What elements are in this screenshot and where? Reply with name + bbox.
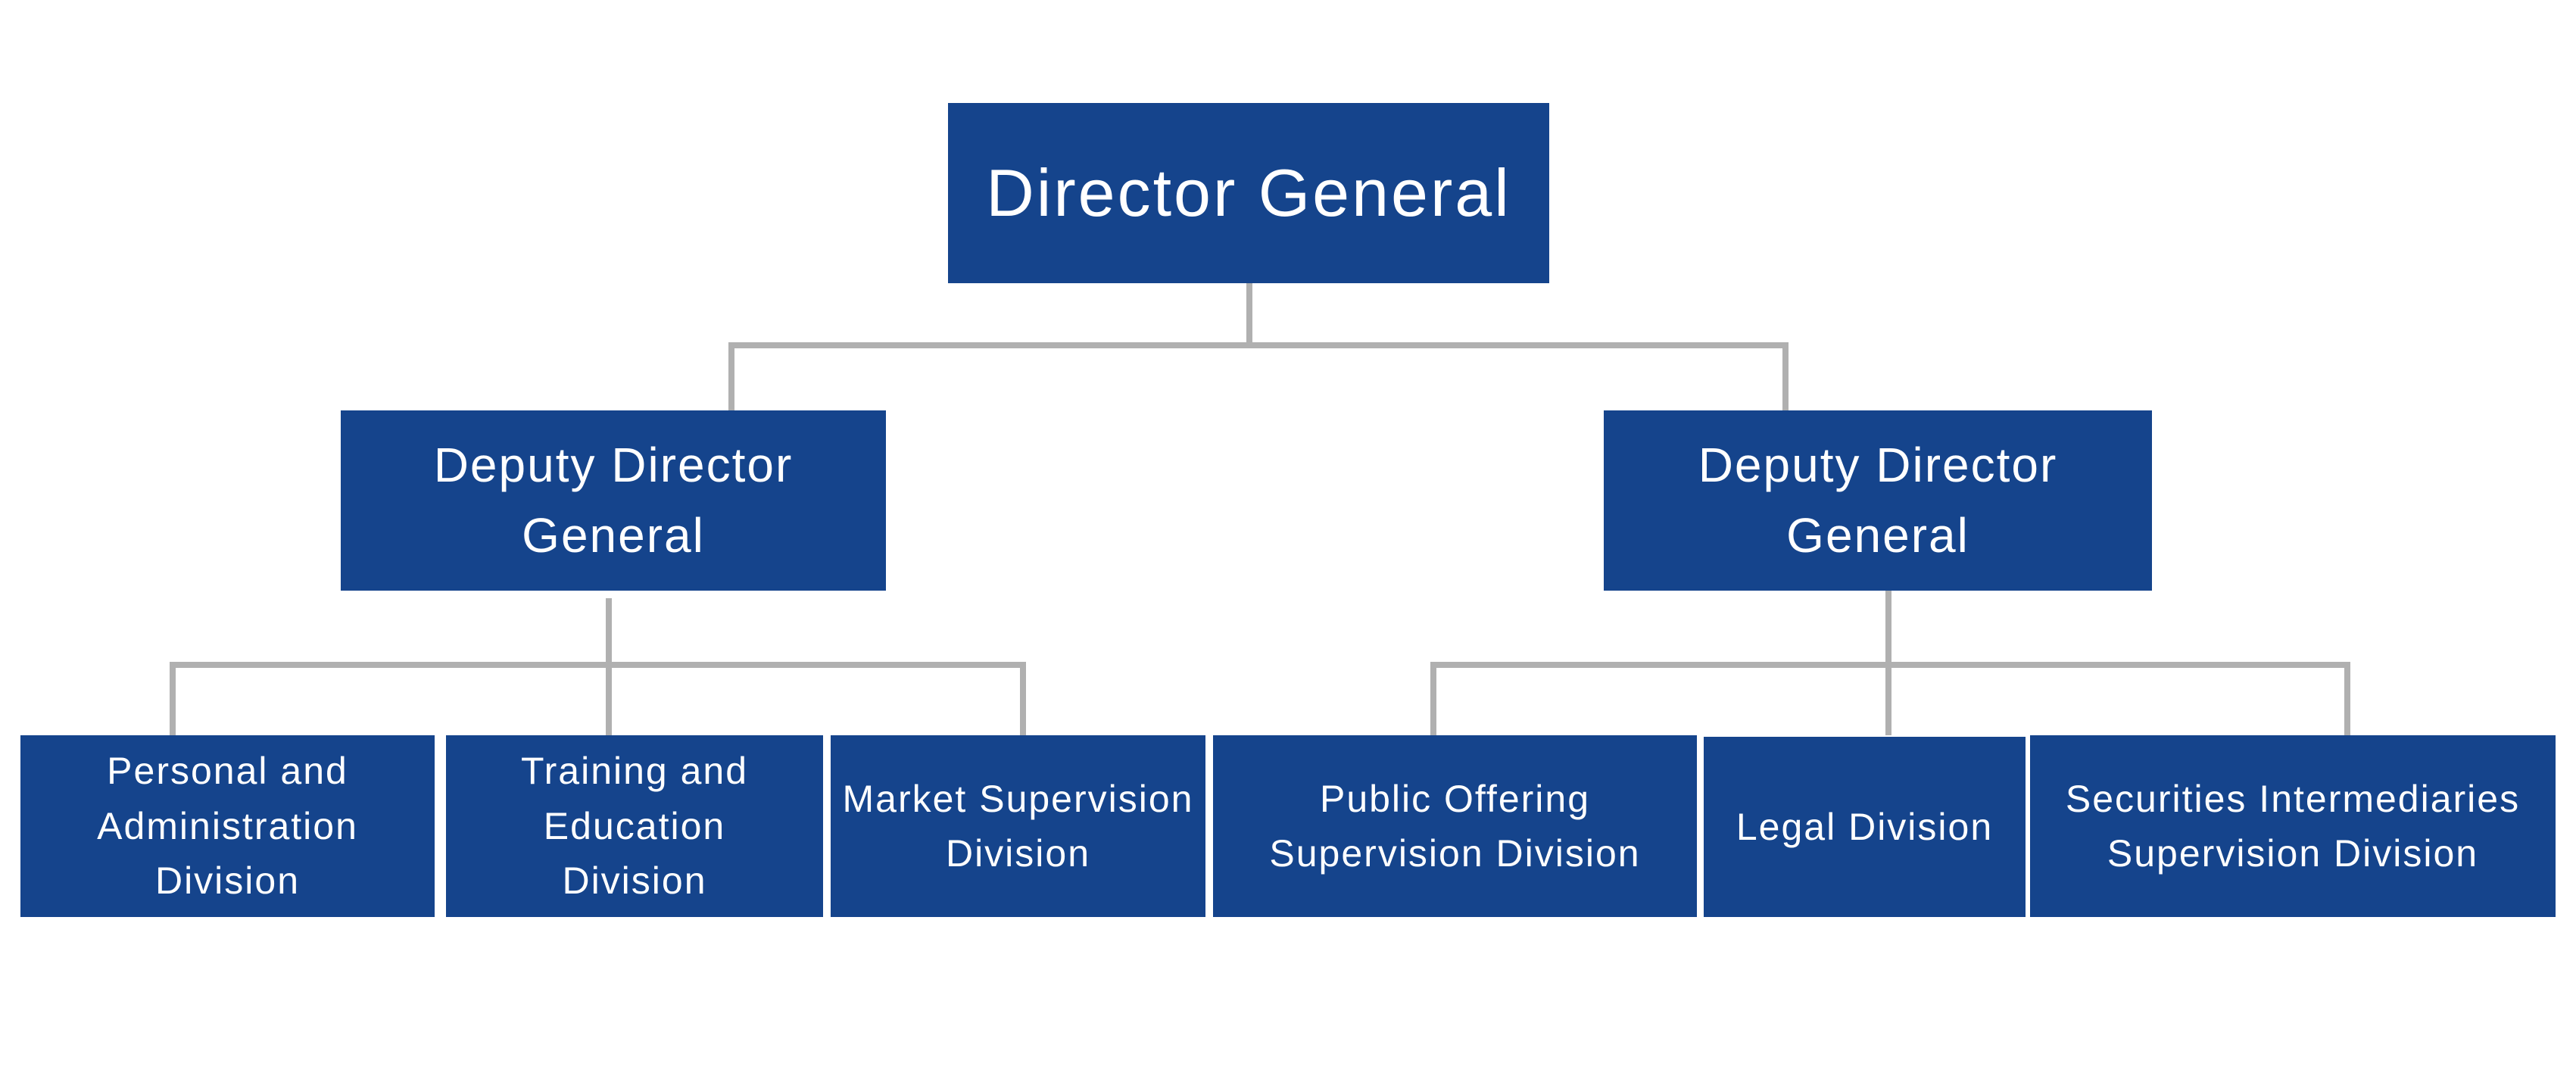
personal-administration-division-label: Personal and Administration Division <box>97 750 358 903</box>
deputy-director-general-left-box[interactable]: Deputy Director General <box>341 410 886 591</box>
connector-lines <box>170 283 2350 735</box>
deputy-director-general-right-label: Deputy Director General <box>1698 438 2058 563</box>
director-general-box[interactable]: Director General <box>948 103 1549 283</box>
deputy-director-general-left-label: Deputy Director General <box>433 438 794 563</box>
legal-division-label: Legal Division <box>1736 805 1994 848</box>
training-education-division-box[interactable]: Training and Education Division <box>446 735 823 917</box>
public-offering-supervision-division-label: Public Offering Supervision Division <box>1269 777 1641 875</box>
training-education-division-label: Training and Education Division <box>520 750 749 903</box>
securities-intermediaries-supervision-division-label: Securities Intermediaries Supervision Di… <box>2065 777 2521 875</box>
legal-division-box[interactable]: Legal Division <box>1704 737 2026 917</box>
market-supervision-division-box[interactable]: Market Supervision Division <box>831 735 1205 917</box>
public-offering-supervision-division-box[interactable]: Public Offering Supervision Division <box>1213 735 1697 917</box>
securities-intermediaries-supervision-division-box[interactable]: Securities Intermediaries Supervision Di… <box>2030 735 2556 917</box>
personal-administration-division-box[interactable]: Personal and Administration Division <box>20 735 435 917</box>
director-general-label: Director General <box>986 155 1511 231</box>
market-supervision-division-label: Market Supervision Division <box>842 777 1194 875</box>
deputy-director-general-right-box[interactable]: Deputy Director General <box>1604 410 2152 591</box>
